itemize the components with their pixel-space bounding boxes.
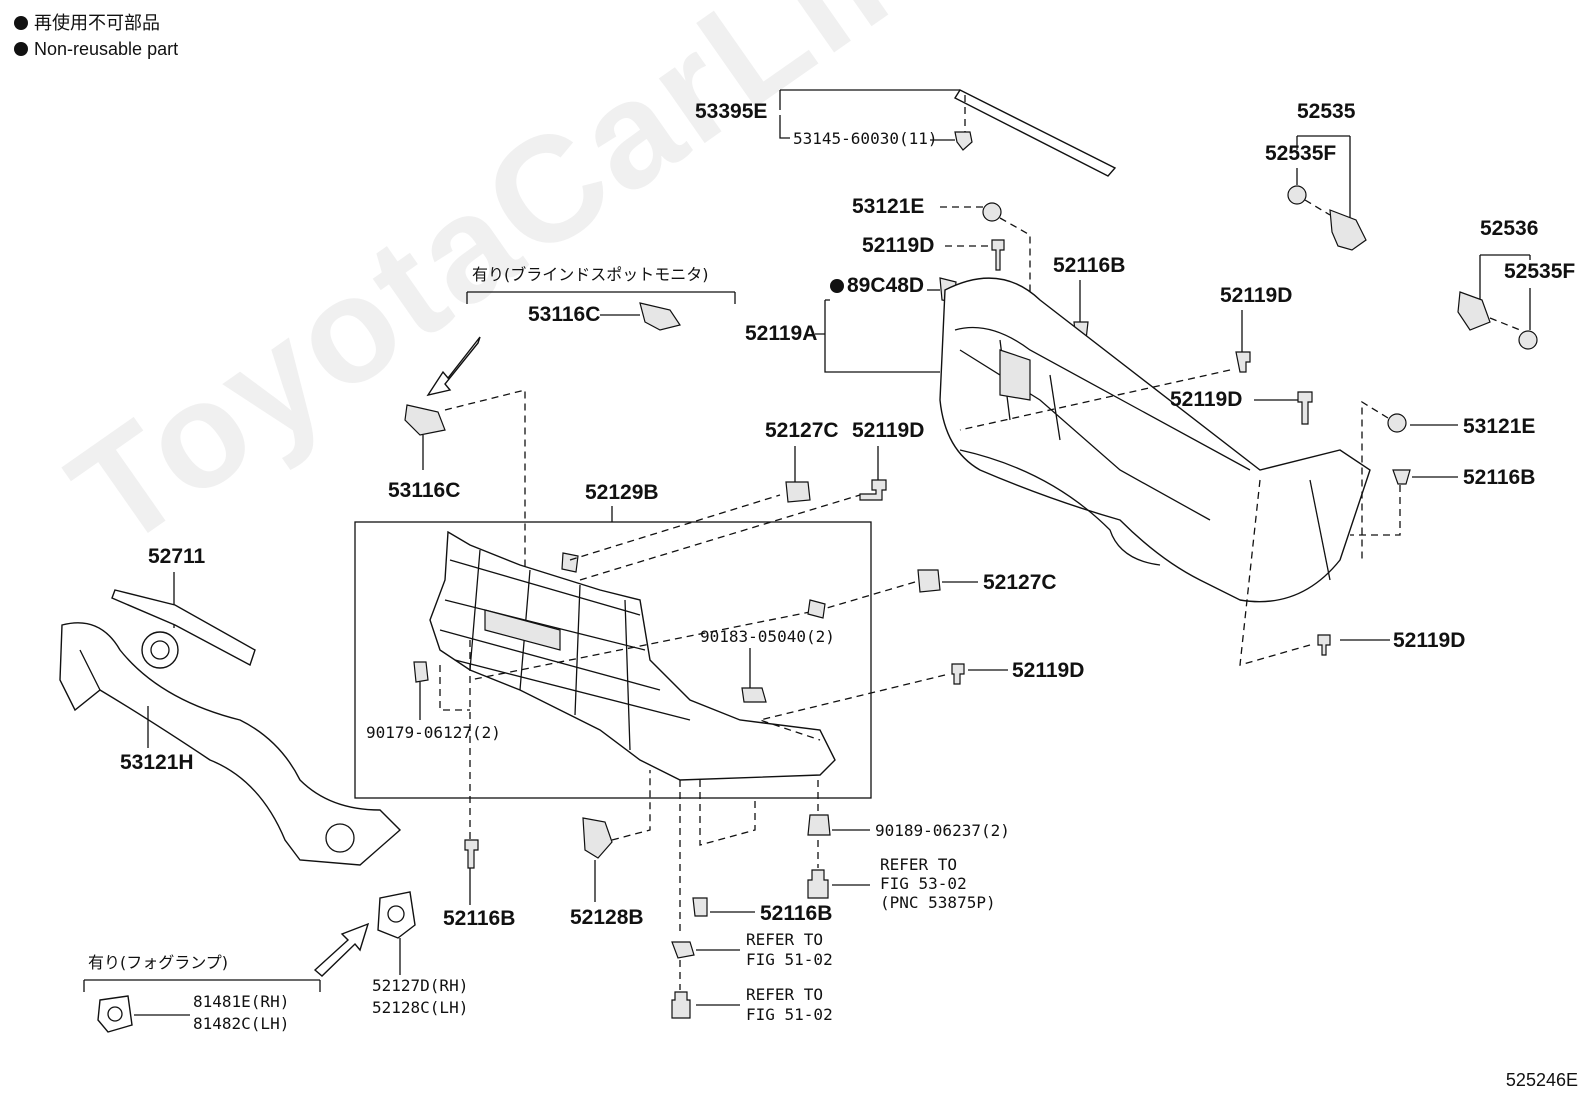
refer-b-line1: REFER TO (746, 985, 823, 1004)
clip-refer-51-a (671, 941, 695, 959)
bracket-52536 (1457, 291, 1491, 331)
label-53116C-b: 53116C (388, 479, 460, 502)
label-52128B: 52128B (570, 906, 644, 929)
clip-53121E-b (1387, 413, 1407, 433)
label-52127C-a: 52127C (765, 419, 839, 442)
clip-53121E-a (982, 202, 1002, 222)
grille-52129B (429, 530, 836, 781)
label-81481E: 81481E(RH) (193, 992, 289, 1011)
moulding-53121H (59, 622, 402, 866)
label-52119D-e: 52119D (1012, 659, 1084, 682)
legend-row-en: Non-reusable part (14, 36, 178, 62)
label-53395E: 53395E (695, 100, 767, 123)
screw-52119D-c (1297, 391, 1313, 425)
clip-grille-upper (561, 552, 579, 573)
group-fog-lamp: 有り(フォグランプ) (88, 953, 228, 972)
sensor-bracket-53116C-b (404, 404, 446, 436)
label-52128C: 52128C(LH) (372, 998, 468, 1017)
label-52116B-b: 52116B (1463, 466, 1535, 489)
label-90189-06237: 90189-06237(2) (875, 821, 1010, 840)
label-52116B-a: 52116B (1053, 254, 1125, 277)
legend-jp: 再使用不可部品 (34, 13, 160, 33)
label-89C48D: 89C48D (847, 274, 924, 297)
label-52536: 52536 (1480, 217, 1538, 240)
screw-52119D-a (991, 239, 1005, 271)
bullet-icon (14, 42, 28, 56)
label-52119A: 52119A (745, 322, 817, 345)
label-52127C-b: 52127C (983, 571, 1057, 594)
label-53121H: 53121H (120, 751, 194, 774)
clip-90179 (413, 661, 429, 683)
screw-52119D-d (859, 479, 887, 501)
bullet-icon (14, 16, 28, 30)
bezel-52127D (377, 891, 416, 939)
refer-a-line1: REFER TO (746, 930, 823, 949)
label-52119D-f: 52119D (1393, 629, 1465, 652)
arrow-icon (426, 336, 481, 397)
clip-52116B-b (1392, 469, 1411, 485)
clip-90183 (807, 599, 826, 619)
label-52119D-d: 52119D (852, 419, 924, 442)
nut-90189 (807, 814, 831, 836)
screw-52119D-e (951, 663, 965, 685)
refer-c-line1: REFER TO (880, 855, 957, 874)
moulding-strip (954, 89, 1117, 177)
refer-c-line2: FIG 53-02 (880, 874, 967, 893)
clip-52116B-c (464, 839, 479, 869)
label-90179-06127: 90179-06127(2) (366, 723, 501, 742)
clip-52127C-a (785, 481, 811, 503)
label-52535: 52535 (1297, 100, 1356, 123)
clip-52127C-b (917, 569, 941, 593)
figure-code: 525246E (1505, 1070, 1578, 1090)
bolt-52535F-a (1287, 185, 1307, 205)
label-53121E-b: 53121E (1463, 415, 1535, 438)
refer-b-line2: FIG 51-02 (746, 1005, 833, 1024)
refer-a-line2: FIG 51-02 (746, 950, 833, 969)
bracket-52535 (1329, 209, 1367, 251)
label-52119D-a: 52119D (862, 234, 934, 257)
screw-52119D-f (1317, 634, 1331, 656)
label-53145-60030: 53145-60030(11) (793, 129, 938, 148)
label-52129B: 52129B (585, 481, 659, 504)
bolt-refer-53 (807, 869, 829, 899)
bolt-52535F-b (1518, 330, 1538, 350)
label-52711: 52711 (148, 545, 206, 568)
nut-90183 (741, 687, 767, 703)
label-53116C-a: 53116C (528, 303, 600, 326)
label-53121E-a: 53121E (852, 195, 924, 218)
clip-53145 (954, 131, 973, 151)
bolt-refer-51-b (671, 991, 691, 1019)
label-90183-05040: 90183-05040(2) (700, 627, 835, 646)
label-52127D: 52127D(RH) (372, 976, 468, 995)
label-52119D-b: 52119D (1220, 284, 1292, 307)
label-52119D-c: 52119D (1170, 388, 1242, 411)
label-52116B-d: 52116B (760, 902, 832, 925)
clip-52116B-d (692, 897, 708, 917)
legend-en: Non-reusable part (34, 39, 179, 59)
cover-81481E (97, 995, 133, 1033)
bracket-52128B (582, 817, 613, 859)
refer-c-line3: (PNC 53875P) (880, 893, 996, 912)
legend: 再使用不可部品 Non-reusable part (14, 10, 178, 62)
label-52116B-c: 52116B (443, 907, 515, 930)
arrow-icon (313, 922, 370, 977)
garnish-52711 (111, 589, 256, 669)
grille-assembly-box (354, 521, 872, 799)
label-52535F-b: 52535F (1504, 260, 1575, 283)
label-52535F-a: 52535F (1265, 142, 1336, 165)
screw-52119D-b (1235, 351, 1251, 373)
sensor-bracket-53116C-a (639, 302, 681, 331)
bumper-cover-52119A (939, 277, 1371, 603)
nonreusable-dot-icon (830, 279, 844, 293)
label-81482C: 81482C(LH) (193, 1014, 289, 1033)
legend-row-jp: 再使用不可部品 (14, 10, 178, 36)
group-blind-spot: 有り(ブラインドスポットモニタ) (472, 265, 709, 284)
